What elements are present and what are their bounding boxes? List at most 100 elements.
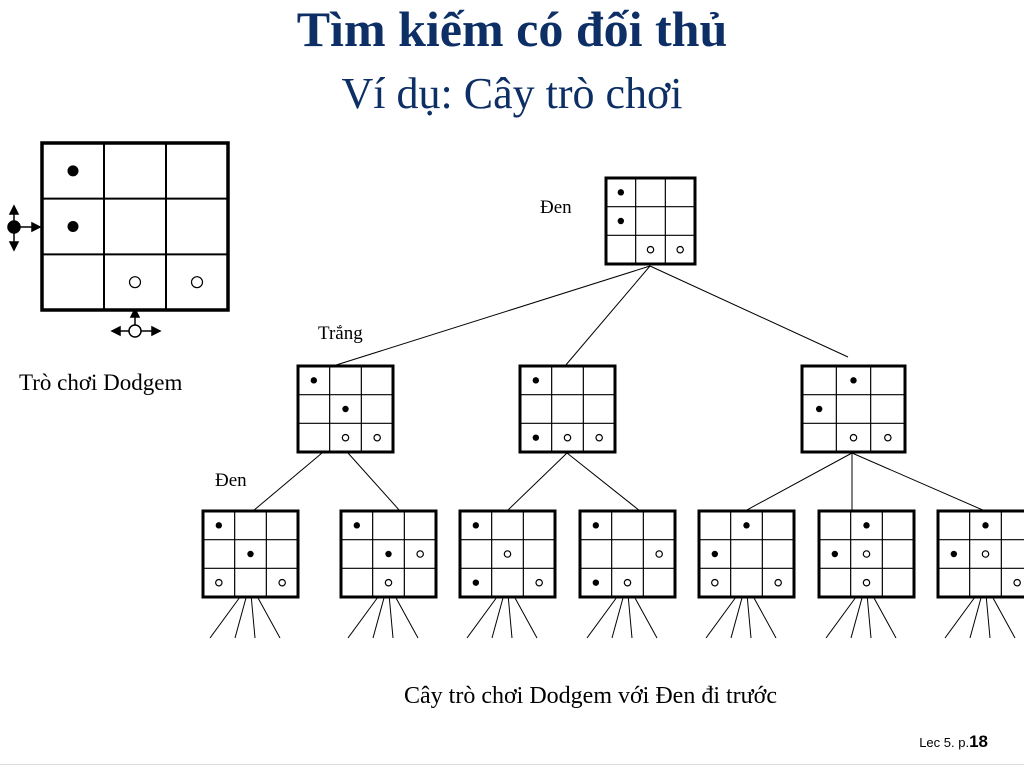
white-piece [711,578,719,587]
leaf-edge [611,596,624,639]
white-move-arrows-icon [110,307,162,338]
leaf-edge [753,596,777,639]
board-level2-4 [578,509,677,599]
level1-player-label: Trắng [318,323,363,344]
slide-number-prefix: Lec 5. p. [919,735,970,750]
tree-edge [332,265,651,367]
black-piece [617,189,625,196]
black-piece [617,217,625,225]
board-caption: Trò chơi Dodgem [19,370,183,395]
leaf-edge [825,596,857,639]
board-level2-5 [697,509,796,599]
boards-layer [40,141,1024,599]
leaf-edge [746,596,752,639]
white-piece [862,550,871,558]
board-level2-6 [817,509,916,599]
white-piece [416,550,424,558]
leaf-edge [866,596,872,639]
tree-edge [564,265,651,367]
leaf-edge [466,596,498,639]
white-piece [623,578,632,587]
white-piece [563,433,572,442]
level2-player-label: Đen [215,470,247,491]
board-level2-7 [936,509,1024,599]
white-piece [215,578,223,587]
dodgem-board-large [40,141,230,312]
leaf-edge [388,596,394,639]
black-piece [247,550,254,558]
board-level1-1 [296,364,395,454]
tree-edge [744,452,853,512]
black-piece [831,550,839,558]
black-piece [67,221,79,232]
root-player-label: Đen [540,197,572,218]
tree-edge [851,452,986,512]
white-piece [655,550,663,558]
white-piece [128,276,142,289]
black-piece [472,522,480,529]
black-piece [850,377,857,384]
leaf-edge [395,596,419,639]
board-level1-3 [800,364,907,454]
black-move-arrows-icon [7,204,42,252]
black-piece [310,377,318,384]
leaf-edge [586,596,618,639]
white-piece [595,433,603,442]
black-piece [711,550,719,558]
white-piece [646,245,655,254]
leaf-edge [507,596,513,639]
white-piece [774,578,782,587]
black-piece [215,522,223,529]
black-piece [815,405,823,413]
black-piece [592,522,600,529]
leaf-edge [250,596,256,639]
white-piece [278,578,286,587]
leaf-edge [985,596,991,639]
slide-number: Lec 5. p.18 [919,732,988,752]
leaf-edge [969,596,982,639]
leaf-edge [634,596,658,639]
black-piece [385,550,392,558]
leaf-edge [850,596,863,639]
bottom-rule [0,764,1024,765]
board-level2-1 [201,509,300,599]
black-piece [592,579,600,586]
board-root [604,176,697,266]
black-piece [353,522,361,529]
tree-edge [347,452,401,512]
black-piece [982,522,989,529]
leaf-edge [209,596,241,639]
white-piece [1013,578,1021,587]
board-level2-3 [458,509,557,599]
leaf-edge [873,596,897,639]
white-piece [384,578,393,587]
page-subtitle: Ví dụ: Cây trò chơi [341,69,683,118]
leaf-edge [234,596,247,639]
leaf-edge [347,596,379,639]
black-piece [532,434,540,441]
leaf-edge [944,596,976,639]
white-piece [190,276,204,289]
black-piece [743,522,750,529]
white-piece [503,550,512,558]
leaf-edge [257,596,281,639]
white-piece [373,433,381,442]
board-level1-2 [518,364,617,454]
black-piece [532,377,540,384]
page-title: Tìm kiếm có đối thủ [296,1,728,57]
leaf-edge [730,596,743,639]
diagram-caption: Cây trò chơi Dodgem với Đen đi trước [404,683,778,709]
slide-page: 18 [969,732,988,751]
tree-edge [566,452,641,512]
leaf-edge [627,596,633,639]
leaf-edge [992,596,1016,639]
tree-edges [209,265,1016,639]
black-piece [472,579,480,586]
leaf-edge [372,596,385,639]
tree-edge [252,452,323,512]
white-piece [849,433,858,442]
black-piece [863,522,870,529]
leaf-edge [514,596,538,639]
black-piece [67,165,79,177]
